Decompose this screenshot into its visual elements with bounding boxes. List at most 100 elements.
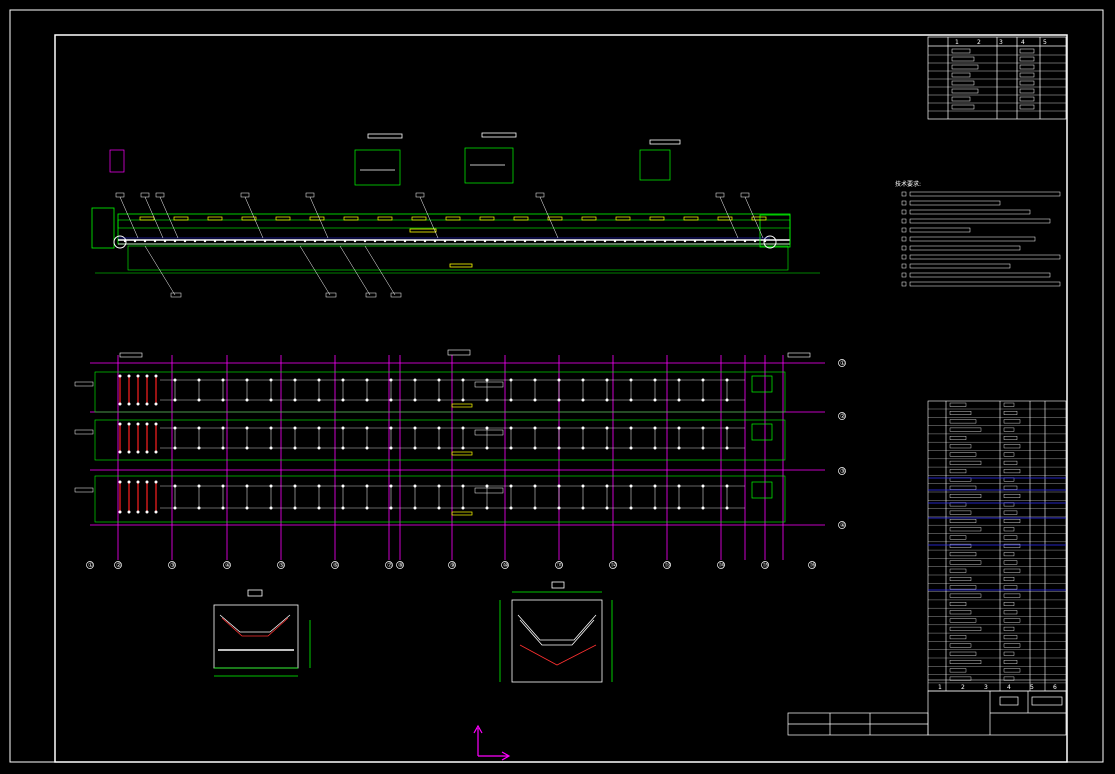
tail-point — [118, 402, 122, 406]
head-section-box — [751, 375, 773, 393]
leader-line — [364, 245, 396, 296]
tech-bullet — [901, 191, 907, 197]
elevation-tag — [751, 216, 767, 221]
axis-bubble — [396, 561, 404, 569]
axis-bubble — [838, 521, 846, 529]
idler-point — [183, 239, 187, 243]
parts-cell — [1003, 651, 1015, 656]
parts-cell — [1003, 568, 1021, 573]
tail-point — [154, 374, 158, 378]
tail-point — [127, 480, 131, 484]
idler-point — [733, 239, 737, 243]
plan-label-tag — [74, 381, 94, 387]
leader-tag — [535, 192, 545, 198]
parts-cell — [949, 593, 982, 598]
elevation-tag — [479, 216, 495, 221]
idler-point — [273, 239, 277, 243]
parts-cell — [1003, 402, 1015, 407]
plan-label-tag — [74, 429, 94, 435]
axis-bubble-label: ⑩ — [503, 562, 508, 569]
parts-cell — [1003, 643, 1021, 648]
revision-cell — [1019, 96, 1035, 102]
revision-cell — [1019, 72, 1035, 78]
elevation-yellow-tags — [139, 216, 767, 268]
axis-bubble — [663, 561, 671, 569]
elevation-tag — [445, 216, 461, 221]
outer-frame — [9, 9, 1104, 763]
elevation-idlers — [123, 239, 767, 243]
idler-point — [463, 239, 467, 243]
idler-point — [163, 239, 167, 243]
tail-point — [127, 510, 131, 514]
idler-point — [423, 239, 427, 243]
idler-point — [223, 239, 227, 243]
axis-bubble — [114, 561, 122, 569]
tail-point — [154, 422, 158, 426]
parts-cell — [1003, 676, 1015, 681]
parts-cell — [949, 535, 967, 540]
idler-point — [393, 239, 397, 243]
parts-cell — [949, 510, 972, 515]
parts-header-mark: 1 — [938, 684, 942, 691]
axis-bubble-label: ② — [116, 562, 121, 569]
parts-cell — [949, 610, 972, 615]
tail-point — [118, 374, 122, 378]
tail-point — [127, 450, 131, 454]
axis-bubble — [808, 561, 816, 569]
axis-bubble — [501, 561, 509, 569]
leader-tag — [415, 192, 425, 198]
axis-bubble — [86, 561, 94, 569]
tail-point — [145, 374, 149, 378]
axis-bubble-label: ⑥ — [333, 562, 338, 569]
parts-cell — [949, 460, 982, 465]
idler-point — [203, 239, 207, 243]
parts-header-mark: 2 — [961, 684, 965, 691]
parts-cell — [1003, 660, 1018, 664]
tail-point — [145, 510, 149, 514]
idler-point — [283, 239, 287, 243]
axis-bubble-label: ⑭ — [719, 561, 725, 569]
tail-point — [118, 510, 122, 514]
idler-point — [503, 239, 507, 243]
axis-bubble — [838, 467, 846, 475]
revision-table — [927, 36, 1067, 120]
elevation-tag — [275, 216, 291, 221]
parts-cell — [949, 660, 982, 664]
idler-point — [213, 239, 217, 243]
idler-point — [633, 239, 637, 243]
idler-point — [543, 239, 547, 243]
plan-label-tag — [474, 487, 504, 494]
idler-point — [403, 239, 407, 243]
tail-point — [136, 450, 140, 454]
axis-bubble — [331, 561, 339, 569]
tail-point — [136, 374, 140, 378]
parts-cell — [949, 436, 967, 440]
idler-point — [253, 239, 257, 243]
elevation-tag — [513, 216, 529, 221]
leader-tag — [365, 292, 377, 298]
plan-label-tag — [74, 487, 94, 493]
tech-text-line — [909, 272, 1051, 278]
idler-point — [243, 239, 247, 243]
detail-a-lines — [360, 132, 681, 171]
parts-cell — [949, 635, 967, 640]
plan-label-tag — [474, 381, 504, 388]
revision-cell — [1019, 48, 1035, 54]
revision-cell — [1019, 80, 1035, 86]
idler-point — [123, 239, 127, 243]
axis-bubble — [385, 561, 393, 569]
axis-bubble-label: ⑯ — [810, 561, 816, 569]
elevation-tag — [581, 216, 597, 221]
plan-label-tag — [474, 429, 504, 436]
tech-text-line — [909, 281, 1061, 287]
tail-point — [136, 510, 140, 514]
tech-text-line — [909, 245, 1021, 251]
leader-tag — [170, 292, 182, 298]
tail-point — [118, 450, 122, 454]
axis-bubble-label: ⑨ — [450, 562, 455, 569]
parts-cell — [1003, 560, 1018, 565]
elevation-tag — [173, 216, 189, 221]
plan-tail-section — [118, 374, 158, 514]
